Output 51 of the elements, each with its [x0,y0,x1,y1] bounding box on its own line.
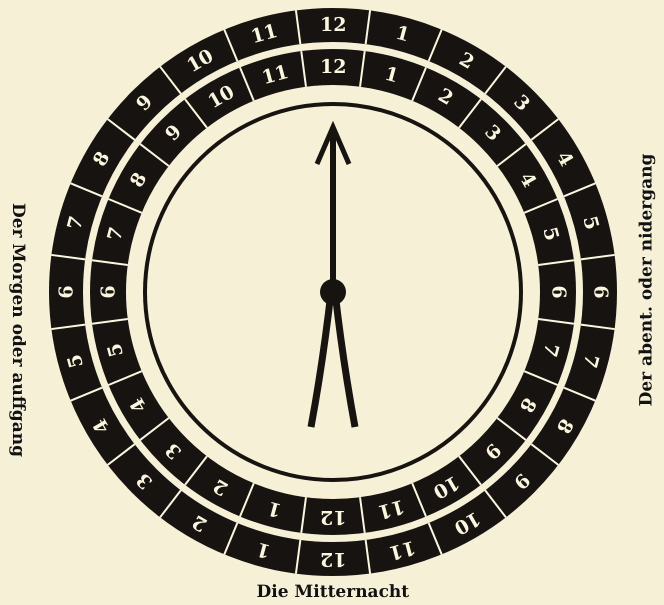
hour-number: 2 [456,48,478,73]
hour-number: 9 [480,439,504,463]
hour-number: 8 [90,148,114,170]
hour-number: 7 [104,224,128,243]
hour-number: 12 [320,507,346,527]
hour-number: 10 [450,508,484,538]
hour-number: 2 [210,474,232,499]
hour-number: 7 [539,341,562,360]
hour-number: 12 [320,15,346,35]
hour-number: 10 [429,472,462,502]
hour-number: 11 [376,496,407,522]
hour-number: 3 [510,91,534,115]
hour-number: 5 [580,214,602,232]
hour-number: 2 [434,85,456,110]
hour-number: 4 [90,414,114,436]
hour-number: 12 [320,57,346,77]
hour-number: 7 [64,214,87,232]
hour-number: 3 [480,121,504,145]
hour-number: 1 [255,538,273,562]
hour-number: 5 [64,352,87,370]
hour-number: 5 [539,224,562,243]
hour-number: 8 [552,414,576,436]
hour-number: 1 [382,63,400,86]
hour-number: 6 [56,285,76,299]
bottom-caption: Die Mitternacht [256,582,410,602]
hour-number: 8 [126,168,150,190]
hour-number: 4 [552,148,576,170]
hour-number: 11 [386,536,418,563]
side-caption: Der abent. oder nidergang [636,154,656,406]
hour-number: 9 [132,91,156,115]
hour-number: 1 [393,22,412,46]
hour-number: 9 [510,469,534,493]
hour-number: 6 [590,285,610,299]
hour-number: 8 [516,394,540,416]
hour-number: 4 [516,168,540,190]
hour-number: 3 [132,469,156,493]
hour-number: 9 [162,121,186,145]
hour-number: 7 [580,352,602,370]
hour-number: 11 [248,21,280,48]
hour-number: 2 [188,511,210,536]
hour-number: 4 [126,394,150,416]
hour-number: 11 [260,62,290,88]
side-caption: Der Morgen oder auffgang [8,203,28,457]
hour-number: 10 [183,46,216,76]
hour-number: 6 [548,285,568,299]
hour-number: 5 [104,341,128,360]
hour-number: 3 [162,439,186,463]
hour-number: 1 [266,498,284,521]
hour-number: 10 [204,82,238,112]
hour-number: 6 [98,285,118,299]
hour-number: 12 [320,549,346,569]
